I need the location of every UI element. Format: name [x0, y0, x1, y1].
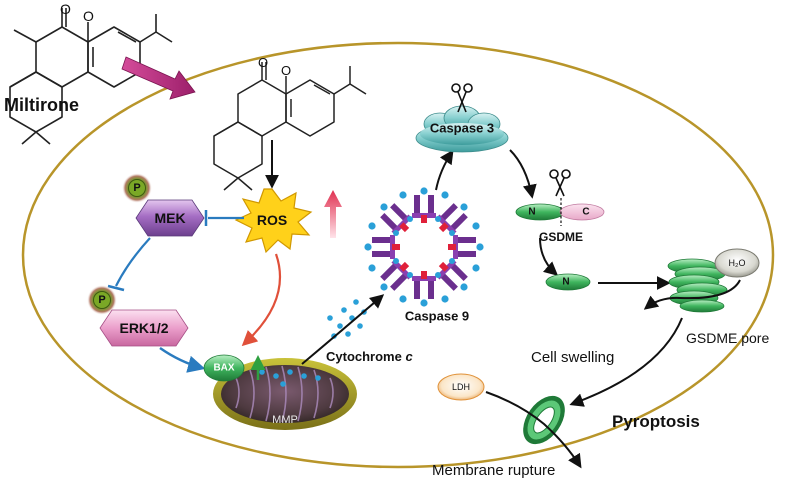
scissors-icon-caspase3: [451, 83, 473, 113]
bax-node: [203, 354, 245, 382]
arrow-ros-to-mito: [241, 253, 282, 347]
mitochondrion-cristae: [235, 365, 334, 423]
erk-node: [99, 309, 189, 347]
h2o-bubble: [714, 248, 760, 278]
entry-arrow: [121, 56, 196, 100]
miltirone-label: Miltirone: [4, 95, 79, 115]
cytochrome-suffix: c: [405, 349, 413, 364]
arrow-erk-to-bax: [159, 346, 206, 373]
mek-inhibits-erk: [115, 237, 151, 287]
arrow-h2o-into-cell: [643, 279, 741, 310]
ros-burst: [234, 188, 313, 254]
bax-label: BAX: [213, 362, 235, 374]
oxygen-1-outer: O: [60, 1, 71, 17]
scissors-icon-gsdme: [549, 169, 571, 197]
ros-label: ROS: [256, 212, 288, 228]
mek-node: [135, 199, 205, 237]
gsdme-n-fragment: [545, 273, 591, 291]
cytochrome-c-label: Cytochrome c: [326, 349, 413, 364]
gsdme-pore-label: GSDME pore: [686, 330, 770, 346]
mek-label: MEK: [154, 210, 186, 226]
gsdme-n-label: N: [528, 206, 536, 218]
gsdme-c-label: C: [582, 206, 590, 218]
mek-phospho-label: P: [133, 182, 141, 194]
mito-cytochrome-dots: [259, 369, 321, 387]
ldh-bubble: [437, 373, 485, 401]
pyroptosis-label: Pyroptosis: [612, 412, 700, 431]
arrow-swelling-to-rupture: [569, 317, 683, 407]
mek-inhibits-erk-bar: [107, 284, 125, 292]
miltirone-structure-inner: [213, 62, 367, 191]
caspase3-node: [415, 105, 509, 153]
cell-swelling-label: Cell swelling: [531, 349, 615, 366]
arrow-mito-to-caspase9: [301, 294, 385, 365]
oxygen-1-inner: O: [258, 55, 268, 70]
h2o-label: H₂O: [728, 258, 746, 268]
gsdme-n-fragment-label: N: [562, 276, 570, 288]
cell-membrane: [21, 41, 775, 469]
gsdme-c-domain: [559, 203, 605, 221]
mek-phospho-icon: [128, 179, 146, 197]
erk-phospho-label: P: [98, 294, 106, 306]
ros-increase-arrow: [324, 190, 342, 238]
gsdme-n-domain: [515, 203, 565, 221]
oxygen-2-inner: O: [281, 63, 291, 78]
mmp-label: MMP: [272, 414, 298, 426]
gsdme-label: GSDME: [538, 230, 584, 244]
erk-label: ERK1/2: [119, 320, 169, 336]
membrane-rupture-label: Membrane rupture: [432, 462, 556, 479]
miltirone-structure-outer: [9, 8, 173, 145]
cytochrome-prefix: Cytochrome: [326, 349, 406, 364]
ldh-label: LDH: [451, 382, 471, 392]
caspase3-label: Caspase 3: [429, 120, 495, 136]
oxygen-2-outer: O: [83, 8, 94, 24]
caspase9-label: Caspase 9: [404, 308, 470, 324]
arrow-caspase3-to-gsdme: [509, 149, 537, 199]
arrow-caspase9-to-caspase3: [435, 149, 454, 191]
arrow-gsdme-to-n: [539, 237, 559, 276]
rupture-pore-ring: [523, 395, 565, 445]
erk-phospho-icon: [93, 291, 111, 309]
arrow-ldh-release: [485, 391, 582, 469]
cytochrome-c-dots: [327, 299, 367, 339]
caspase9-apoptosome: [364, 187, 484, 307]
